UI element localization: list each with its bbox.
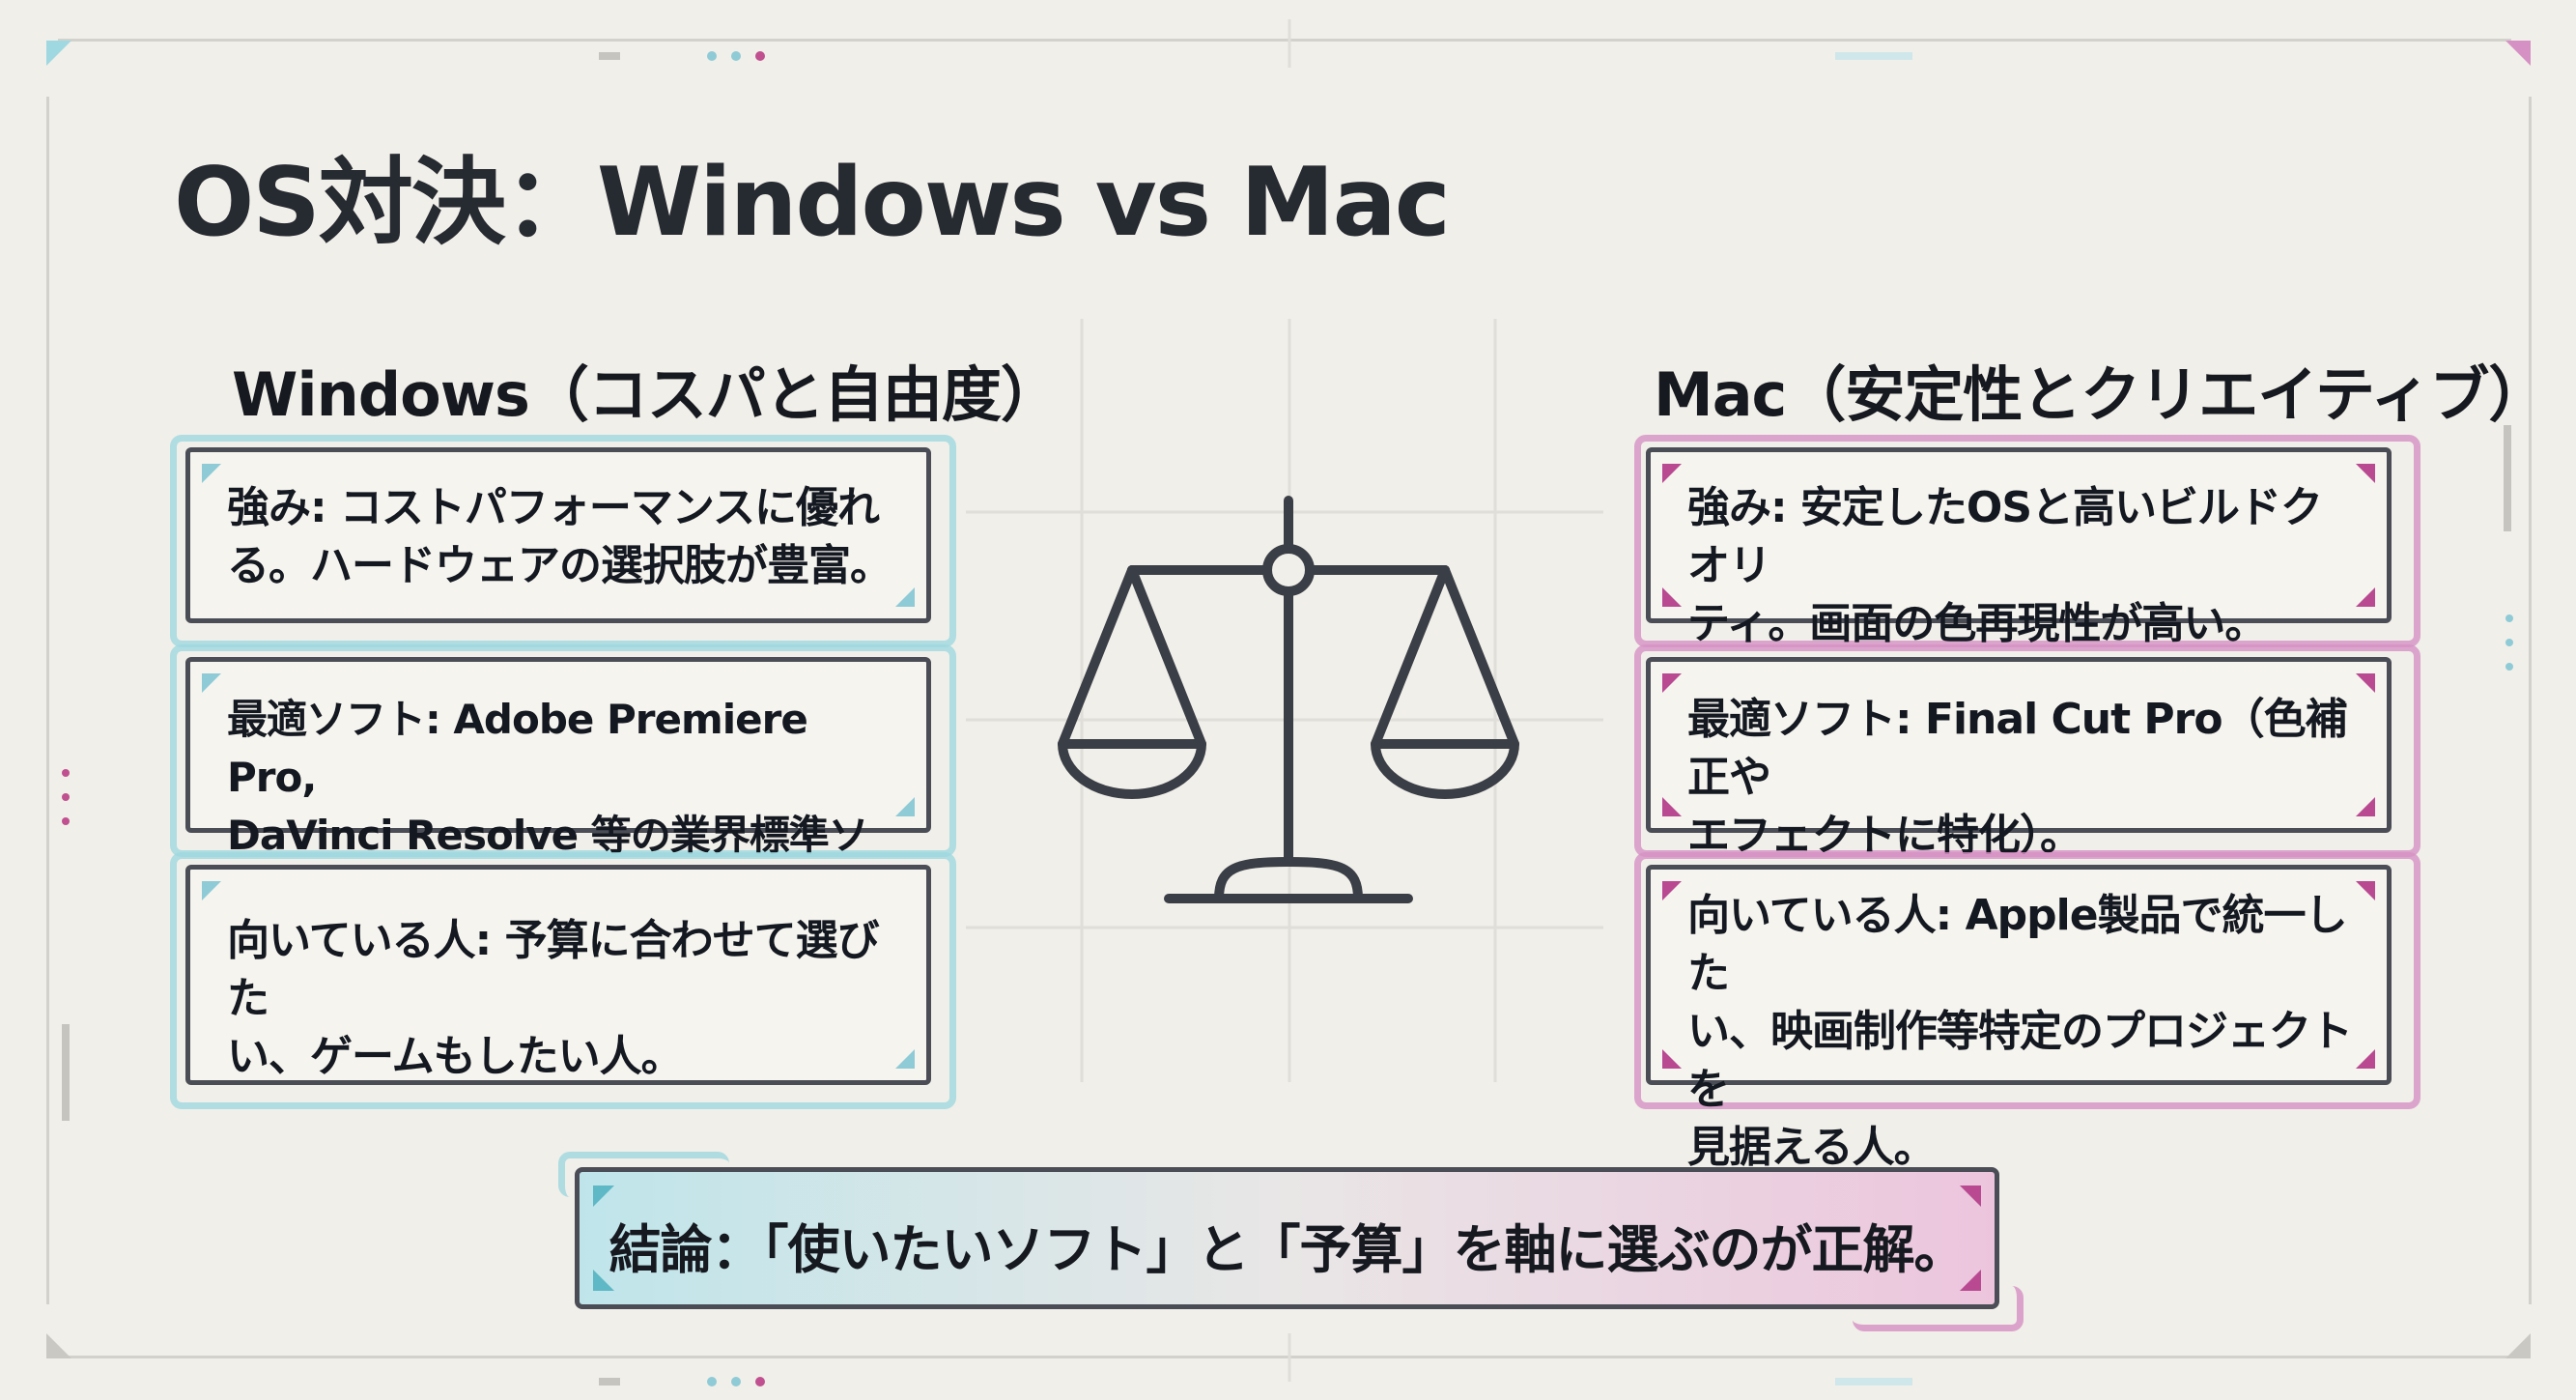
corner-marker: [2356, 881, 2375, 900]
balance-scale-icon: [1058, 496, 1519, 903]
corner-marker: [202, 673, 221, 693]
mac-card-1-glow: [1634, 435, 2420, 647]
corner-marker: [895, 587, 915, 607]
corner-marker: [593, 1186, 614, 1207]
frame-left-line: [46, 97, 49, 1304]
corner-marker: [895, 1049, 915, 1069]
corner-marker: [1662, 464, 1682, 483]
text-line: 最適ソフト: Final Cut Pro（色補正や: [1687, 695, 2348, 802]
text-line: い、映画制作等特定のプロジェクトを: [1687, 1007, 2353, 1114]
mac-card-3-glow: [1634, 852, 2420, 1109]
mac-card-software-text: 最適ソフト: Final Cut Pro（色補正や エフェクトに特化）。: [1687, 691, 2358, 865]
windows-card-3-glow: [170, 852, 956, 1109]
text-line: ティ。画面の色再現性が高い。: [1687, 599, 2267, 648]
windows-heading: Windows（コスパと自由度）: [232, 359, 1061, 430]
corner-marker: [1960, 1270, 1981, 1291]
corner-bottom-right-marker: [2505, 1333, 2531, 1358]
text-line: エフェクトに特化）。: [1687, 811, 2082, 860]
windows-card-1-glow: [170, 435, 956, 647]
corner-marker: [2356, 464, 2375, 483]
corner-marker: [1662, 881, 1682, 900]
corner-marker: [1662, 587, 1682, 607]
corner-marker: [1662, 673, 1682, 693]
text-line: 最適ソフト: Adobe Premiere Pro,: [227, 696, 808, 801]
slide-title: OS対決：Windows vs Mac: [174, 148, 1451, 258]
frame-bottom-line: [58, 1356, 2511, 1358]
mac-card-strength-text: 強み: 安定したOSと高いビルドクオリ ティ。画面の色再現性が高い。: [1687, 479, 2358, 653]
corner-marker: [2356, 1049, 2375, 1069]
mac-card-audience-text: 向いている人: Apple製品で統一した い、映画制作等特定のプロジェクトを 見…: [1687, 887, 2358, 1177]
mac-card-audience: 向いている人: Apple製品で統一した い、映画制作等特定のプロジェクトを 見…: [1646, 865, 2392, 1172]
corner-marker: [1960, 1186, 1981, 1207]
corner-marker: [2356, 797, 2375, 816]
corner-marker: [2356, 587, 2375, 607]
windows-card-software-text: 最適ソフト: Adobe Premiere Pro, DaVinci Resol…: [227, 691, 897, 923]
corner-marker: [1662, 797, 1682, 816]
text-line: 見据える人。: [1687, 1123, 1937, 1172]
corner-marker: [593, 1270, 614, 1291]
windows-card-audience: 向いている人: 予算に合わせて選びた い、ゲームもしたい人。: [185, 865, 931, 1085]
windows-card-strength: 強み: コストパフォーマンスに優れ る。ハードウェアの選択肢が豊富。: [185, 447, 931, 623]
windows-card-strength-text: 強み: コストパフォーマンスに優れ る。ハードウェアの選択肢が豊富。: [227, 479, 897, 595]
text-line: る。ハードウェアの選択肢が豊富。: [227, 541, 892, 590]
mac-heading: Mac（安定性とクリエイティブ）: [1654, 359, 2548, 430]
text-line: 向いている人: 予算に合わせて選びた: [227, 916, 880, 1023]
frame-top-line: [58, 39, 2511, 42]
corner-top-right-marker: [2505, 41, 2531, 66]
corner-marker: [202, 464, 221, 483]
windows-card-audience-text: 向いている人: 予算に合わせて選びた い、ゲームもしたい人。: [227, 912, 897, 1086]
corner-marker: [1662, 1049, 1682, 1069]
windows-card-software: 最適ソフト: Adobe Premiere Pro, DaVinci Resol…: [185, 657, 931, 917]
corner-top-left-marker: [46, 41, 71, 66]
mac-card-software: 最適ソフト: Final Cut Pro（色補正や エフェクトに特化）。: [1646, 657, 2392, 860]
corner-marker: [2356, 673, 2375, 693]
conclusion-text: 結論：「使いたいソフト」と「予算」を軸に選ぶのが正解。: [609, 1219, 1967, 1280]
conclusion-glow-right: [1853, 1286, 2024, 1331]
mac-card-strength: 強み: 安定したOSと高いビルドクオリ ティ。画面の色再現性が高い。: [1646, 447, 2392, 648]
frame-right-line: [2529, 97, 2532, 1304]
corner-bottom-left-marker: [46, 1333, 71, 1358]
text-line: 強み: 安定したOSと高いビルドクオリ: [1687, 483, 2323, 590]
text-line: 強み: コストパフォーマンスに優れ: [227, 483, 880, 532]
text-line: い、ゲームもしたい人。: [227, 1032, 684, 1081]
text-line: 向いている人: Apple製品で統一した: [1687, 891, 2348, 998]
corner-marker: [202, 881, 221, 900]
conclusion-glow-left: [558, 1152, 729, 1197]
conclusion-banner: 結論：「使いたいソフト」と「予算」を軸に選ぶのが正解。: [575, 1167, 1999, 1309]
corner-marker: [895, 797, 915, 816]
